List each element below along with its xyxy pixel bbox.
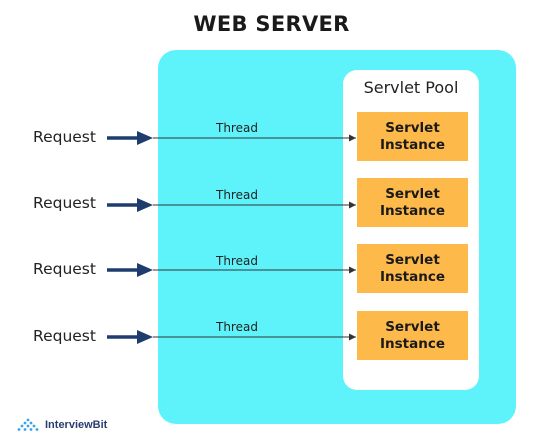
request-label: Request	[33, 194, 96, 212]
servlet-pool-title: Servlet Pool	[363, 78, 459, 97]
diagram-title: WEB SERVER	[193, 12, 350, 36]
logo-text: InterviewBit	[45, 419, 108, 431]
servlet-instance-line1: Servlet	[385, 185, 440, 202]
thread-label: Thread	[216, 188, 258, 202]
logo-triangle-icon	[17, 418, 39, 431]
thread-label: Thread	[216, 254, 258, 268]
request-label: Request	[33, 128, 96, 146]
request-arrow	[107, 131, 153, 145]
thread-label: Thread	[216, 320, 258, 334]
servlet-instance-line1: Servlet	[385, 119, 440, 136]
request-label: Request	[33, 260, 96, 278]
servlet-instance-line2: Instance	[379, 202, 445, 219]
servlet-instance-line2: Instance	[379, 335, 445, 352]
request-label: Request	[33, 327, 96, 345]
servlet-instance-line2: Instance	[379, 136, 445, 153]
interviewbit-logo: InterviewBit	[14, 418, 107, 432]
request-arrow	[107, 263, 153, 277]
request-arrow	[107, 330, 153, 344]
servlet-instance-line2: Instance	[379, 268, 445, 285]
servlet-instance-line1: Servlet	[385, 251, 440, 268]
request-arrow	[107, 198, 153, 212]
thread-label: Thread	[216, 121, 258, 135]
servlet-instance-line1: Servlet	[385, 318, 440, 335]
